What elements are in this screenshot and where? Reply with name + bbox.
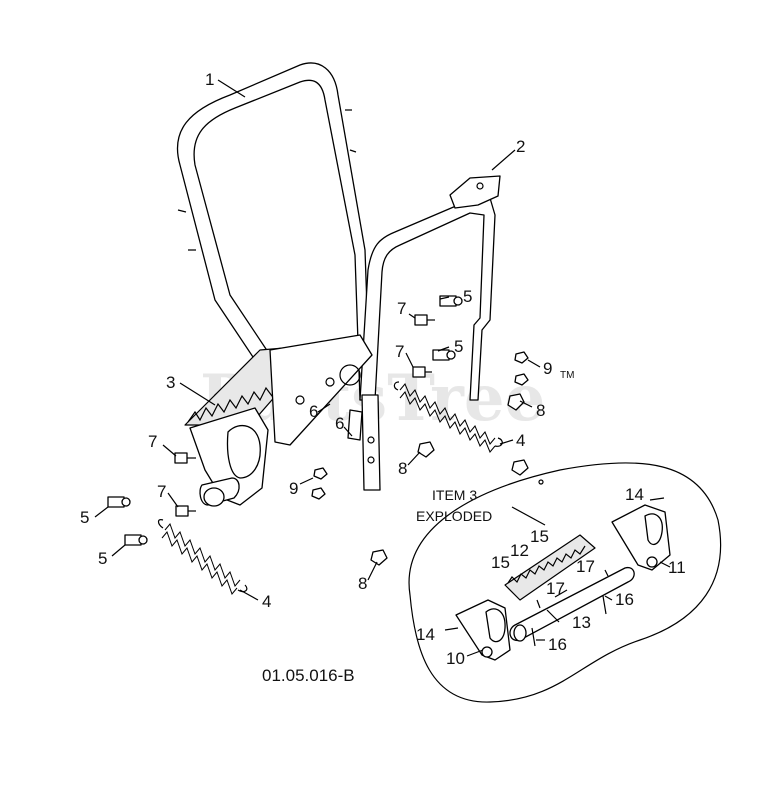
callout-17-b: 17 — [576, 557, 595, 576]
stud-5-a — [107, 496, 131, 508]
bolt-7-a — [174, 452, 196, 464]
exploded-inset-outline — [408, 462, 722, 703]
callout-17-a: 17 — [546, 579, 565, 598]
callout-8-c: 8 — [358, 574, 367, 593]
callout-2: 2 — [516, 137, 525, 156]
callout-8-a: 8 — [536, 401, 545, 420]
callout-9-a: 9 — [543, 359, 552, 378]
callout-7-c: 7 — [397, 299, 406, 318]
diagram-code: 01.05.016-B — [262, 666, 355, 685]
bolt-7-d — [412, 366, 432, 378]
part-4-spring-lower — [157, 519, 248, 595]
callout-7-b: 7 — [157, 482, 166, 501]
stud-5-c — [439, 295, 463, 307]
exploded-caption-line2: EXPLODED — [416, 508, 492, 524]
callout-12: 12 — [510, 541, 529, 560]
callout-7-a: 7 — [148, 432, 157, 451]
stud-5-b — [124, 534, 148, 546]
nut-8-a — [507, 393, 525, 411]
callout-5-c: 5 — [463, 287, 472, 306]
nut-8-c — [370, 549, 388, 566]
part-2-rear-frame — [359, 175, 501, 401]
callout-5-d: 5 — [454, 337, 463, 356]
exploded-caption-line1: ITEM 3 — [432, 487, 477, 503]
callout-15-a: 15 — [530, 527, 549, 546]
nut-9-a — [514, 351, 529, 386]
callout-3: 3 — [166, 373, 175, 392]
nut-8-b — [417, 441, 435, 458]
stud-5-d — [432, 349, 456, 361]
exploded-parts — [444, 497, 671, 661]
callout-9-b: 9 — [289, 479, 298, 498]
nut-loose — [511, 459, 544, 485]
callout-5-a: 5 — [80, 508, 89, 527]
callout-16-b: 16 — [548, 635, 567, 654]
part-3-pedal-assembly — [184, 334, 373, 507]
callout-4-upper: 4 — [516, 431, 525, 450]
callout-4-lower: 4 — [262, 592, 271, 611]
part-6-links — [347, 394, 381, 491]
callouts: 1 2 3 4 4 5 5 5 5 6 6 7 7 7 7 8 8 8 9 9 … — [80, 70, 686, 668]
callout-6-b: 6 — [335, 414, 344, 433]
bolt-7-b — [175, 505, 196, 517]
callout-11: 11 — [668, 558, 686, 577]
callout-15-b: 15 — [491, 553, 510, 572]
bolt-7-c — [414, 314, 435, 326]
callout-14-a: 14 — [416, 625, 435, 644]
callout-10: 10 — [446, 649, 465, 668]
nut-9-b — [311, 467, 328, 500]
callout-1: 1 — [205, 70, 214, 89]
callout-8-b: 8 — [398, 459, 407, 478]
callout-13: 13 — [572, 613, 591, 632]
callout-5-b: 5 — [98, 549, 107, 568]
callout-6-a: 6 — [309, 402, 318, 421]
leader-lines — [94, 79, 671, 657]
fasteners — [107, 295, 544, 566]
callout-16-a: 16 — [615, 590, 634, 609]
watermark-trademark: TM — [560, 370, 574, 381]
callout-7-d: 7 — [395, 342, 404, 361]
callout-14-b: 14 — [625, 485, 644, 504]
